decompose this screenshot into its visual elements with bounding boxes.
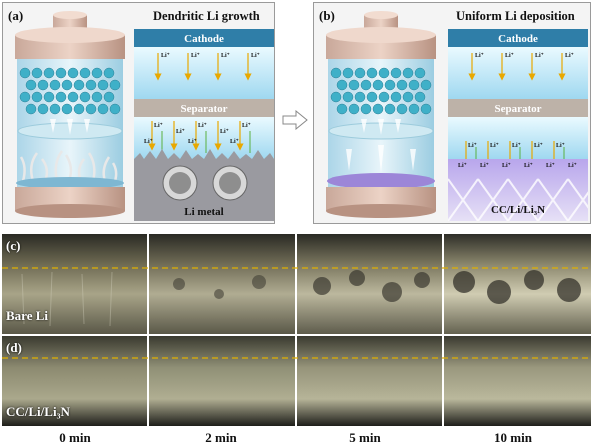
panel-b-title: Uniform Li deposition [456, 9, 575, 23]
cc-li-li3n-row-label: CC/Li/Li₃N [6, 404, 70, 419]
dashed-guide-line-c [2, 267, 591, 269]
time-label-2: 5 min [349, 430, 381, 445]
ion-label: Li⁺ [198, 123, 207, 129]
time-label-1: 2 min [205, 430, 237, 445]
schematic-b: Cathode Li⁺ Li⁺ Li⁺ Li⁺ Separator [448, 29, 588, 221]
photo-row-c: (c) Bare Li [2, 234, 591, 334]
photo-d-0min [2, 336, 147, 426]
photo-row-d: (d) CC/Li/Li₃N [2, 336, 591, 426]
separator-label-a: Separator [180, 103, 227, 115]
ion-label: Li⁺ [534, 143, 543, 149]
ion-label: Li⁺ [556, 143, 565, 149]
dashed-guide-line-d [2, 357, 591, 359]
time-label-3: 10 min [494, 430, 532, 445]
ion-label: Li⁺ [154, 123, 163, 129]
ion-label: Li⁺ [161, 53, 170, 59]
ion-label: Li⁺ [144, 139, 153, 145]
ion-label: Li⁺ [220, 129, 229, 135]
separator-label-b: Separator [494, 103, 541, 115]
ion-label: Li⁺ [490, 143, 499, 149]
ion-label: Li⁺ [251, 53, 260, 59]
ion-label: Li⁺ [221, 53, 230, 59]
cc-li-li3n-label: CC/Li/Li₃N [491, 204, 545, 216]
li-metal-label: Li metal [184, 206, 223, 218]
ion-arrows-top-a [154, 53, 252, 81]
transition-arrow-icon [282, 110, 308, 130]
panel-a: (a) Dendritic Li growth [2, 2, 275, 224]
ion-label: Li⁺ [458, 163, 467, 169]
photo-c-0min [2, 234, 147, 334]
bare-li-label: Bare Li [6, 308, 49, 323]
photo-c-5min [297, 234, 442, 334]
panel-b-label: (b) [319, 8, 335, 23]
photo-c-10min [444, 234, 591, 334]
ion-label: Li⁺ [230, 139, 239, 145]
ion-label: Li⁺ [468, 143, 477, 149]
battery-illustration-a [15, 11, 125, 218]
ion-label: Li⁺ [565, 53, 574, 59]
photo-d-5min [297, 336, 442, 426]
photo-d-2min [149, 336, 295, 426]
ion-label: Li⁺ [524, 163, 533, 169]
ion-label: Li⁺ [535, 53, 544, 59]
ion-label: Li⁺ [242, 123, 251, 129]
time-label-0: 0 min [59, 430, 91, 445]
cathode-label-b: Cathode [498, 33, 538, 45]
photo-c-2min [149, 234, 295, 334]
panel-a-title: Dendritic Li growth [153, 9, 260, 23]
ion-label: Li⁺ [568, 163, 577, 169]
ion-label: Li⁺ [546, 163, 555, 169]
ion-label: Li⁺ [191, 53, 200, 59]
photo-d-10min [444, 336, 591, 426]
panel-a-label: (a) [8, 8, 24, 23]
ion-label: Li⁺ [512, 143, 521, 149]
ion-label: Li⁺ [480, 163, 489, 169]
panel-c-label: (c) [6, 238, 21, 253]
panel-d-label: (d) [6, 340, 22, 355]
ion-label: Li⁺ [176, 129, 185, 135]
cathode-label-a: Cathode [184, 33, 224, 45]
ion-label: Li⁺ [505, 53, 514, 59]
ion-label: Li⁺ [475, 53, 484, 59]
schematic-a: Cathode Li⁺ Li⁺ Li⁺ Li⁺ Separator [134, 29, 274, 221]
panel-b: (b) Uniform Li deposition [313, 2, 591, 224]
ion-label: Li⁺ [188, 139, 197, 145]
battery-illustration-b [326, 11, 436, 218]
ion-label: Li⁺ [502, 163, 511, 169]
